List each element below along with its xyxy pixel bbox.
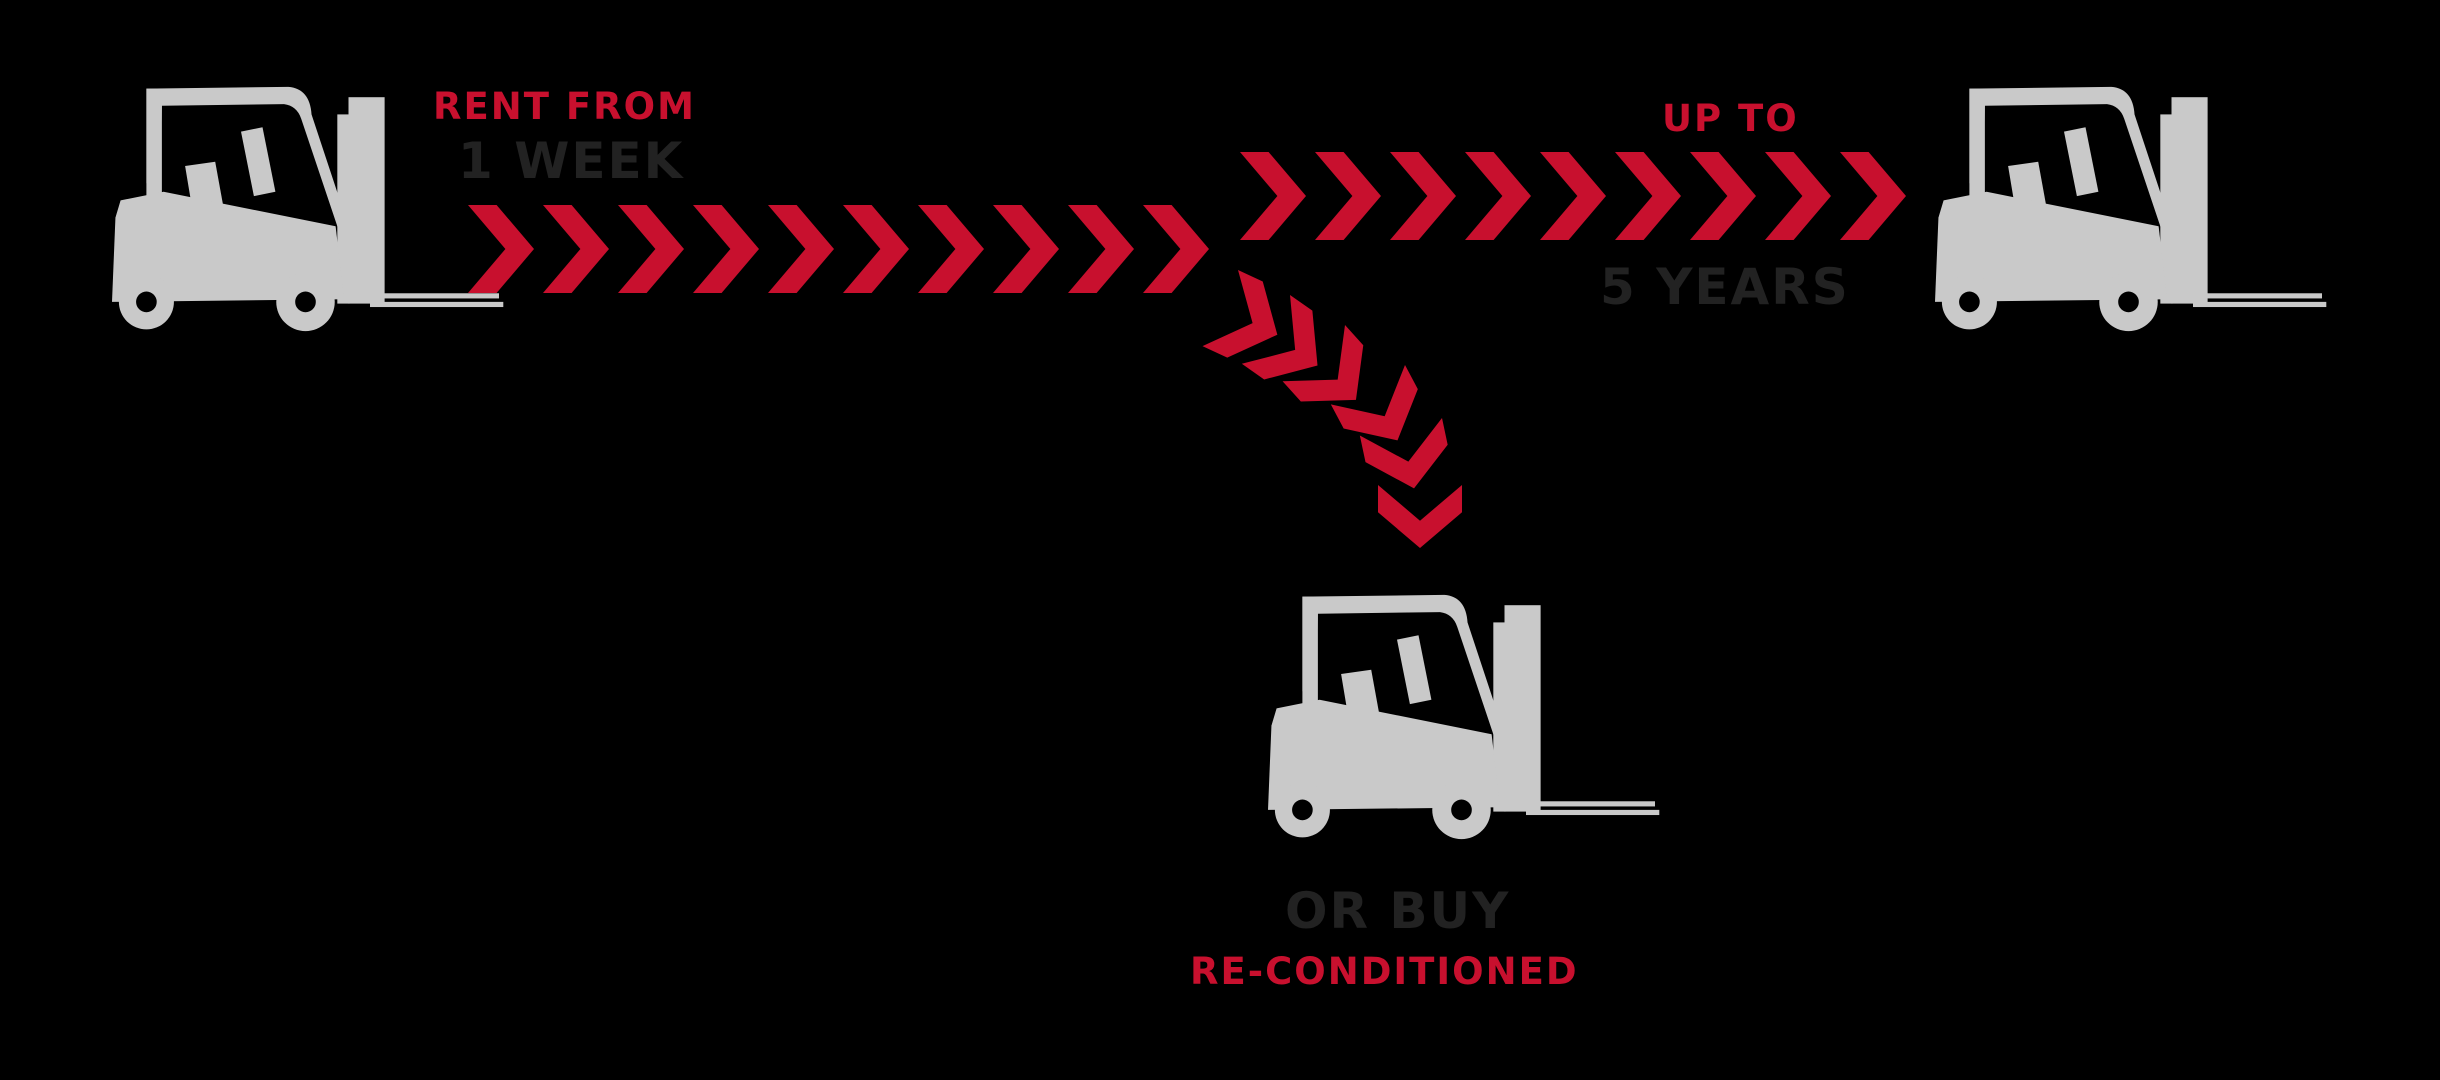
forklift-bottom-icon — [1268, 594, 1660, 840]
chevron-right-icon — [768, 205, 834, 293]
chevron-right-icon — [993, 205, 1059, 293]
chevron-right-icon — [1690, 152, 1756, 240]
chevron-row-one-week — [468, 205, 1209, 293]
chevron-right-icon — [918, 205, 984, 293]
forklift-right-icon — [1935, 86, 2327, 332]
rent-from-label: RENT FROM — [433, 85, 696, 128]
chevron-right-icon — [1840, 152, 1906, 240]
chevron-right-icon — [1765, 152, 1831, 240]
or-buy-label: OR BUY — [1285, 882, 1511, 940]
one-week-label: 1 WEEK — [458, 132, 685, 190]
chevron-right-icon — [1465, 152, 1531, 240]
chevron-right-icon — [618, 205, 684, 293]
chevron-row-five-years — [1240, 152, 1906, 240]
chevron-right-icon — [1240, 152, 1306, 240]
reconditioned-label: RE-CONDITIONED — [1190, 950, 1579, 993]
chevron-right-icon — [468, 205, 534, 293]
chevron-right-icon — [1143, 205, 1209, 293]
chevron-path-buy — [1202, 270, 1462, 548]
chevron-right-icon — [1068, 205, 1134, 293]
chevron-down-icon — [1378, 485, 1462, 548]
up-to-label: UP TO — [1662, 97, 1799, 140]
chevron-right-icon — [1390, 152, 1456, 240]
chevron-right-icon — [543, 205, 609, 293]
chevron-right-icon — [1615, 152, 1681, 240]
chevron-right-icon — [1540, 152, 1606, 240]
chevron-right-icon — [693, 205, 759, 293]
five-years-label: 5 YEARS — [1600, 258, 1850, 316]
chevron-right-icon — [1315, 152, 1381, 240]
chevron-right-icon — [843, 205, 909, 293]
